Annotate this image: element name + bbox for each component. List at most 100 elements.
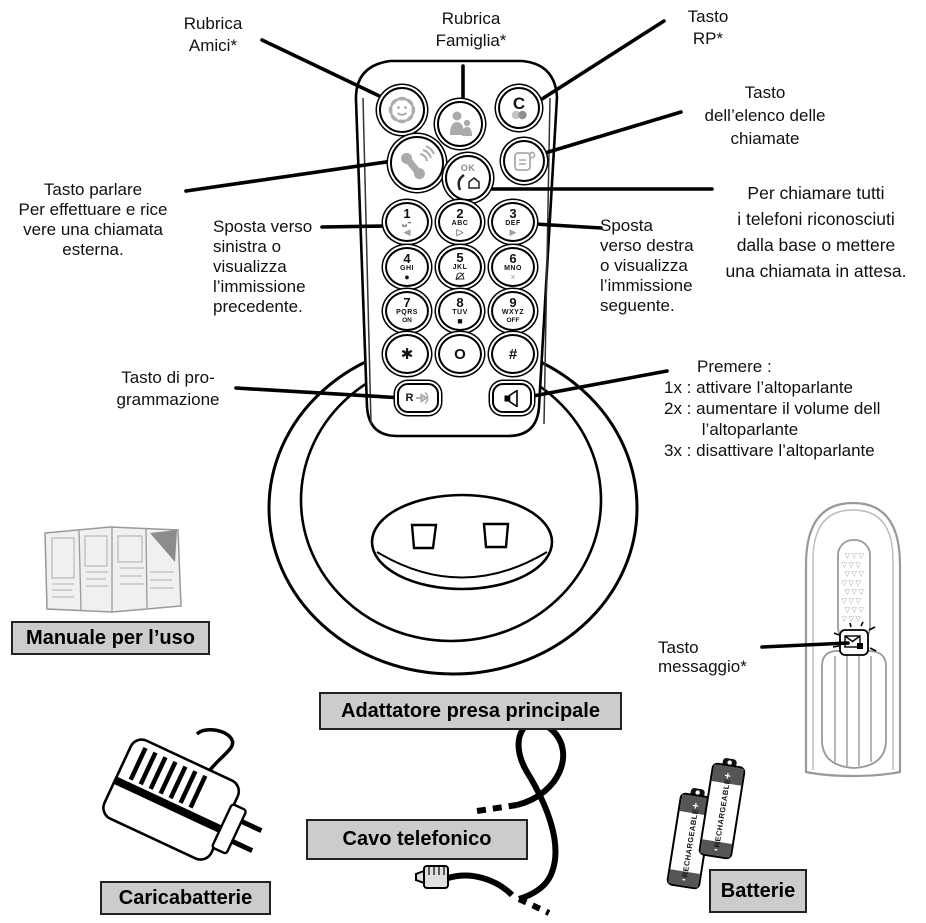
charger-illustration <box>102 728 263 861</box>
hash-digit: # <box>508 345 518 363</box>
key-hash: # <box>491 334 535 374</box>
manual-label: Manuale per l’uso <box>26 626 195 649</box>
talk-button <box>390 136 444 190</box>
pause-symbol: ␣– <box>402 219 412 227</box>
star-digit: ✱ <box>400 345 414 363</box>
cross-icon: × <box>510 271 516 282</box>
callout-programmazione: Tasto di pro- grammazione <box>116 368 220 409</box>
batteries-label: Batterie <box>720 879 796 902</box>
charger-label-box: Caricabatterie <box>100 881 271 915</box>
key-6: 6 MNO × <box>491 247 535 287</box>
key-7: 7 PQRS ON <box>385 291 429 331</box>
key-star: ✱ <box>385 334 429 374</box>
key-2-digit: 2 <box>456 205 464 221</box>
phonebook-friends-button <box>379 87 425 133</box>
toggle-circles-icon <box>511 110 527 119</box>
battery-cover <box>821 650 887 769</box>
battery: + - RECHARGEABLE <box>666 788 714 890</box>
key-2: 2 ABC ▷ <box>438 202 482 242</box>
vent-slots <box>128 746 208 809</box>
plug-prong <box>240 819 263 833</box>
zero-digit: O <box>454 345 466 363</box>
program-arrow-icon <box>416 391 429 404</box>
phone-cable-illustration <box>415 719 567 916</box>
battery-minus: - <box>713 843 719 855</box>
key-6-digit: 6 <box>509 250 517 266</box>
key-3: 3 DEF ▶ <box>491 202 535 242</box>
cradle-recess <box>370 493 554 591</box>
key-7-letters: PQRS <box>396 309 418 316</box>
callout-sposta-destra: Sposta verso destra o visualizza l’immis… <box>600 216 694 315</box>
callout-tasto-parlare: Tasto parlare Per effettuare e rice vere… <box>18 180 168 259</box>
charger-label: Caricabatterie <box>118 886 253 909</box>
svg-text:▽▽▽: ▽▽▽ <box>845 552 866 560</box>
program-r-button: R <box>397 383 439 413</box>
r-label: R <box>405 391 414 404</box>
manual-illustration <box>44 526 182 613</box>
dot-icon: ● <box>404 271 410 282</box>
callout-tasto-rp: Tasto RP* <box>687 7 729 48</box>
square-icon: ■ <box>457 315 463 326</box>
key-4: 4 GHI ● <box>385 247 429 287</box>
battery-minus: - <box>681 873 687 885</box>
plug-prong <box>231 839 254 853</box>
key-3-letters: DEF <box>505 219 521 227</box>
message-button <box>832 621 877 656</box>
key-5-letters: JKL <box>452 263 468 271</box>
off-label: OFF <box>506 317 520 324</box>
battery-plus: + <box>723 770 731 783</box>
rj-plug-icon <box>415 865 449 889</box>
svg-text:▽▽▽: ▽▽▽ <box>845 606 866 614</box>
ok-label: OK <box>460 162 476 173</box>
call-list-button <box>503 140 545 182</box>
key-9: 9 WXYZ OFF <box>491 291 535 331</box>
adapter-label: Adattatore presa principale <box>341 699 600 722</box>
cable-label: Cavo telefonico <box>342 828 492 850</box>
flower-smiley-icon <box>388 96 416 124</box>
key-0: O <box>438 334 482 374</box>
svg-text:▽▽▽: ▽▽▽ <box>842 579 863 587</box>
phonebook-family-button <box>437 101 483 147</box>
rp-button: C <box>498 87 540 129</box>
charging-contacts <box>410 522 510 550</box>
key-9-digit: 9 <box>509 295 517 310</box>
on-label: ON <box>402 317 412 324</box>
family-icon <box>450 111 472 136</box>
svg-text:▽▽▽: ▽▽▽ <box>842 561 863 569</box>
left-arrow-icon: ◀ <box>403 226 411 237</box>
svg-text:▽▽▽: ▽▽▽ <box>845 570 866 578</box>
battery-cover-ridges <box>834 653 872 766</box>
key-5-digit: 5 <box>456 249 464 265</box>
ringer-off-icon <box>455 271 465 283</box>
key-1-digit: 1 <box>403 205 411 221</box>
batteries-illustration: + - RECHARGEABLE + - RECHARGEABLE <box>666 758 746 890</box>
key-7-digit: 7 <box>403 295 411 310</box>
cable-label-box: Cavo telefonico <box>306 819 528 860</box>
batteries-label-box: Batterie <box>709 869 807 913</box>
intercom-hold-button: OK <box>445 155 491 201</box>
right-arrow-icon: ▶ <box>509 226 517 237</box>
adapter-label-box: Adattatore presa principale <box>319 692 622 730</box>
callout-rubrica-amici: Rubrica Amici* <box>183 14 243 55</box>
phone-house-icon <box>457 173 480 190</box>
speaker-holes: ▽▽▽ ▽▽▽ ▽▽▽ ▽▽▽ ▽▽▽ ▽▽▽ ▽▽▽ ▽▽▽ <box>842 552 866 623</box>
leader-lines <box>184 19 850 649</box>
key-1: 1 ␣– ◀ <box>385 202 429 242</box>
svg-text:▽▽▽: ▽▽▽ <box>842 615 863 623</box>
key-2-letters: ABC <box>451 219 469 227</box>
key-4-digit: 4 <box>403 250 411 266</box>
phone-waves-icon <box>401 145 435 180</box>
right-arrow-outline-icon: ▷ <box>456 226 464 237</box>
key-8-digit: 8 <box>456 294 464 310</box>
manual-label-box: Manuale per l’uso <box>11 621 210 655</box>
key-9-letters: WXYZ <box>501 309 525 316</box>
key-6-letters: MNO <box>504 264 522 272</box>
callout-sposta-sinistra: Sposta verso sinistra o visualizza l’imm… <box>213 217 313 316</box>
key-5: 5 JKL <box>438 247 482 287</box>
callout-tasto-messaggio: Tasto messaggio* <box>658 638 747 676</box>
key-8-letters: TUV <box>452 308 468 316</box>
loudspeaker-icon <box>504 389 518 407</box>
callout-rubrica-famiglia: Rubrica Famiglia* <box>435 9 507 50</box>
callout-premere-altoparlante: Premere : 1x : attivare l’altoparlante 2… <box>664 357 881 460</box>
